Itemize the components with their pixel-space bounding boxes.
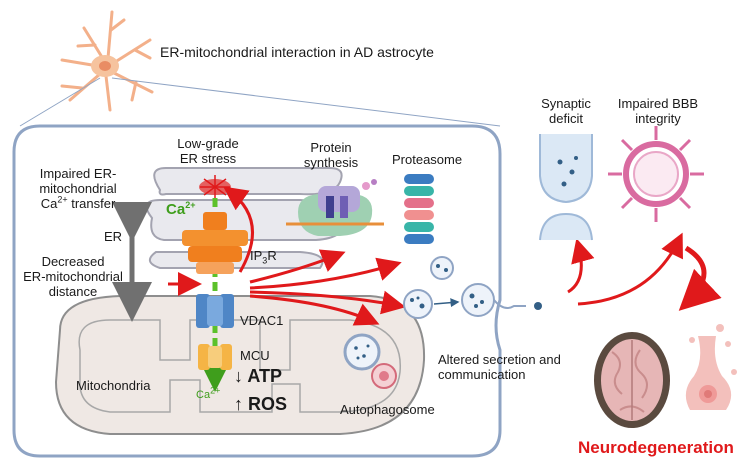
altered-line-2: communication bbox=[438, 367, 526, 382]
atp-down-arrow-icon: ↓ bbox=[234, 366, 243, 386]
red-arrow-protein bbox=[249, 249, 346, 284]
ip3r-text: IP bbox=[250, 248, 263, 263]
autophagosome-label: Autophagosome bbox=[340, 402, 435, 417]
proteasome-icon bbox=[404, 174, 434, 244]
synaptic-line-1: Synaptic bbox=[541, 96, 591, 111]
vdac1-label: VDAC1 bbox=[240, 313, 284, 328]
secretion-vesicles bbox=[403, 256, 495, 319]
reactive-astrocyte-icon bbox=[685, 324, 737, 410]
neurodegeneration-label: Neurodegeneration bbox=[578, 438, 734, 457]
exocytosis-pore bbox=[493, 299, 526, 309]
impaired-transfer-ca: Ca bbox=[40, 196, 58, 211]
ros-up-arrow-icon: ↑ bbox=[234, 394, 243, 414]
impaired-transfer-line-3: Ca2+ transfer bbox=[18, 194, 138, 211]
decreased-distance-label: Decreased ER-mitochondrial distance bbox=[14, 254, 132, 299]
mito-calcium-sup: 2+ bbox=[210, 385, 221, 396]
bbb-line-2: integrity bbox=[635, 111, 681, 126]
mcu-label: MCU bbox=[240, 348, 270, 363]
brain-icon bbox=[594, 332, 670, 428]
zoom-line-right bbox=[111, 77, 501, 127]
impaired-transfer-line-2: mitochondrial bbox=[39, 181, 117, 196]
red-arrow-secretion bbox=[249, 290, 406, 315]
er-calcium-text: Ca bbox=[166, 201, 186, 218]
synapse-icon bbox=[539, 134, 593, 241]
synaptic-line-2: deficit bbox=[549, 111, 583, 126]
impaired-transfer-line-1: Impaired ER- bbox=[39, 166, 117, 181]
ros-label: ↑ ROS bbox=[234, 394, 287, 414]
red-arrow-to-er-stress bbox=[223, 186, 254, 273]
er-label: ER bbox=[104, 229, 123, 244]
diagram-title: ER-mitochondrial interaction in AD astro… bbox=[160, 44, 434, 60]
protein-synthesis-label: Protein synthesis bbox=[296, 140, 366, 170]
mito-calcium-label: Ca2+ bbox=[196, 385, 221, 403]
mitochondria-label: Mitochondria bbox=[76, 378, 151, 393]
ros-text: ROS bbox=[248, 394, 288, 414]
er-stress-burst-icon bbox=[199, 175, 231, 199]
impaired-bbb-label: Impaired BBB integrity bbox=[610, 96, 706, 126]
proteasome-label: Proteasome bbox=[392, 152, 463, 167]
ip3r-sub: 3 bbox=[262, 255, 268, 266]
synaptic-deficit-label: Synaptic deficit bbox=[530, 96, 602, 126]
impaired-transfer-rest: transfer bbox=[67, 196, 116, 211]
atp-label: ↓ ATP bbox=[234, 366, 282, 386]
low-grade-line-1: Low-grade bbox=[177, 136, 239, 151]
mcu-channel-icon bbox=[198, 344, 232, 370]
decreased-line-1: Decreased bbox=[41, 254, 105, 269]
red-arrows bbox=[168, 186, 722, 326]
ribosome-icon bbox=[286, 179, 384, 236]
red-arrow-synaptic bbox=[567, 238, 595, 294]
red-arrow-autophagosome bbox=[249, 294, 380, 326]
mito-calcium-text: Ca bbox=[196, 389, 211, 401]
decreased-line-2: ER-mitochondrial bbox=[23, 269, 123, 284]
altered-line-1: Altered secretion and bbox=[438, 352, 561, 367]
bbb-line-1: Impaired BBB bbox=[617, 96, 699, 111]
bbb-vessel-icon bbox=[608, 126, 704, 222]
astrocyte-icon bbox=[60, 10, 154, 112]
atp-text: ATP bbox=[247, 366, 283, 386]
ip3r-receptor-icon bbox=[182, 212, 248, 274]
protein-line-2: synthesis bbox=[303, 155, 359, 170]
astrocyte-cell-border bbox=[12, 124, 502, 458]
ip3r-label: IP3R bbox=[250, 248, 277, 266]
low-grade-line-2: ER stress bbox=[179, 151, 237, 166]
er-calcium-sup: 2+ bbox=[185, 200, 196, 210]
red-arrow-proteasome bbox=[249, 257, 402, 290]
vesicle-arrow bbox=[433, 298, 460, 308]
impaired-transfer-ca-sup: 2+ bbox=[57, 194, 68, 205]
red-arrow-neuro bbox=[678, 245, 722, 311]
zoom-line-left bbox=[19, 77, 101, 127]
decreased-line-3: distance bbox=[48, 284, 98, 299]
protein-line-1: Protein bbox=[310, 140, 352, 155]
vesicle-contents bbox=[410, 264, 542, 310]
autophagosome-icon bbox=[343, 333, 397, 389]
er-calcium-label: Ca2+ bbox=[166, 200, 196, 218]
ip3r-rest: R bbox=[267, 248, 277, 263]
red-arrow-bbb bbox=[577, 232, 683, 306]
low-grade-er-stress-label: Low-grade ER stress bbox=[168, 136, 248, 166]
impaired-transfer-label: Impaired ER- mitochondrial Ca2+ transfer bbox=[18, 166, 138, 211]
vdac1-channel-icon bbox=[196, 294, 234, 328]
altered-secretion-label: Altered secretion and communication bbox=[438, 352, 561, 382]
